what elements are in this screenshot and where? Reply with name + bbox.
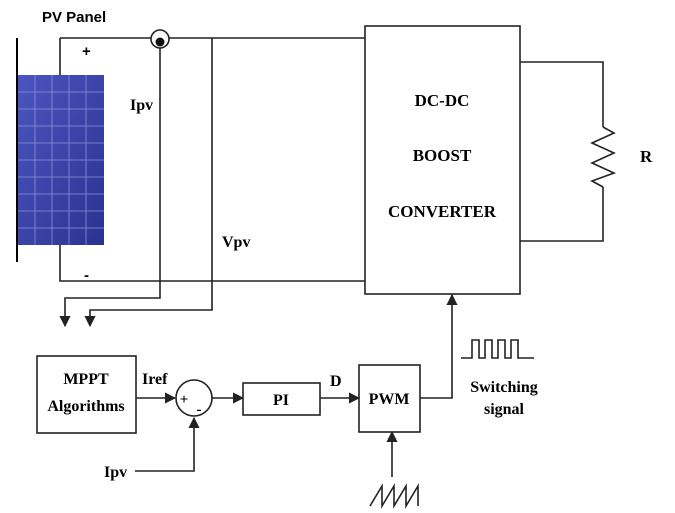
pv-panel-label: PV Panel [42, 9, 106, 26]
load-wire-bottom [520, 187, 604, 242]
plus-terminal-label: + [82, 43, 91, 60]
pwm-label: PWM [369, 391, 410, 408]
load-wire-top [520, 61, 604, 127]
current-sensor-icon [150, 29, 170, 49]
duty-label: D [330, 373, 342, 390]
pwm-block [358, 364, 421, 433]
sum-minus-label: - [197, 402, 202, 418]
switching-label-line2: signal [484, 401, 525, 418]
switching-wire [420, 293, 458, 399]
vpv-label: Vpv [222, 234, 250, 251]
pulse-waveform-icon [461, 339, 534, 359]
converter-label-line2: BOOST [413, 146, 472, 165]
resistor-label: R [640, 147, 653, 166]
switching-label-line1: Switching [470, 379, 538, 396]
vpv-sense-wire [84, 38, 213, 328]
converter-label-line1: DC-DC [415, 91, 470, 110]
pv-panel [16, 38, 104, 262]
bottom-rail [59, 245, 365, 282]
pi-controller-block [242, 382, 321, 416]
mppt-block [36, 355, 137, 434]
ipv-feedback-wire [135, 416, 200, 472]
sum-plus-label: + [180, 392, 189, 408]
resistor-icon [590, 126, 617, 188]
minus-terminal-label: - [84, 267, 89, 284]
ipv-sense-wire [59, 48, 161, 328]
iref-label: Iref [142, 371, 168, 388]
summing-junction [175, 379, 213, 417]
pi-label: PI [273, 392, 289, 409]
main-wires [59, 37, 604, 477]
mppt-label-line1: MPPT [63, 371, 109, 388]
converter-label-line3: CONVERTER [388, 202, 497, 221]
sawtooth-waveform-icon [369, 483, 419, 509]
mppt-label-line2: Algorithms [47, 398, 124, 415]
ipv-feedback-label: Ipv [104, 464, 127, 481]
boost-converter-block [364, 25, 521, 295]
ipv-label: Ipv [130, 97, 153, 114]
pv-panel-grid [18, 75, 104, 245]
